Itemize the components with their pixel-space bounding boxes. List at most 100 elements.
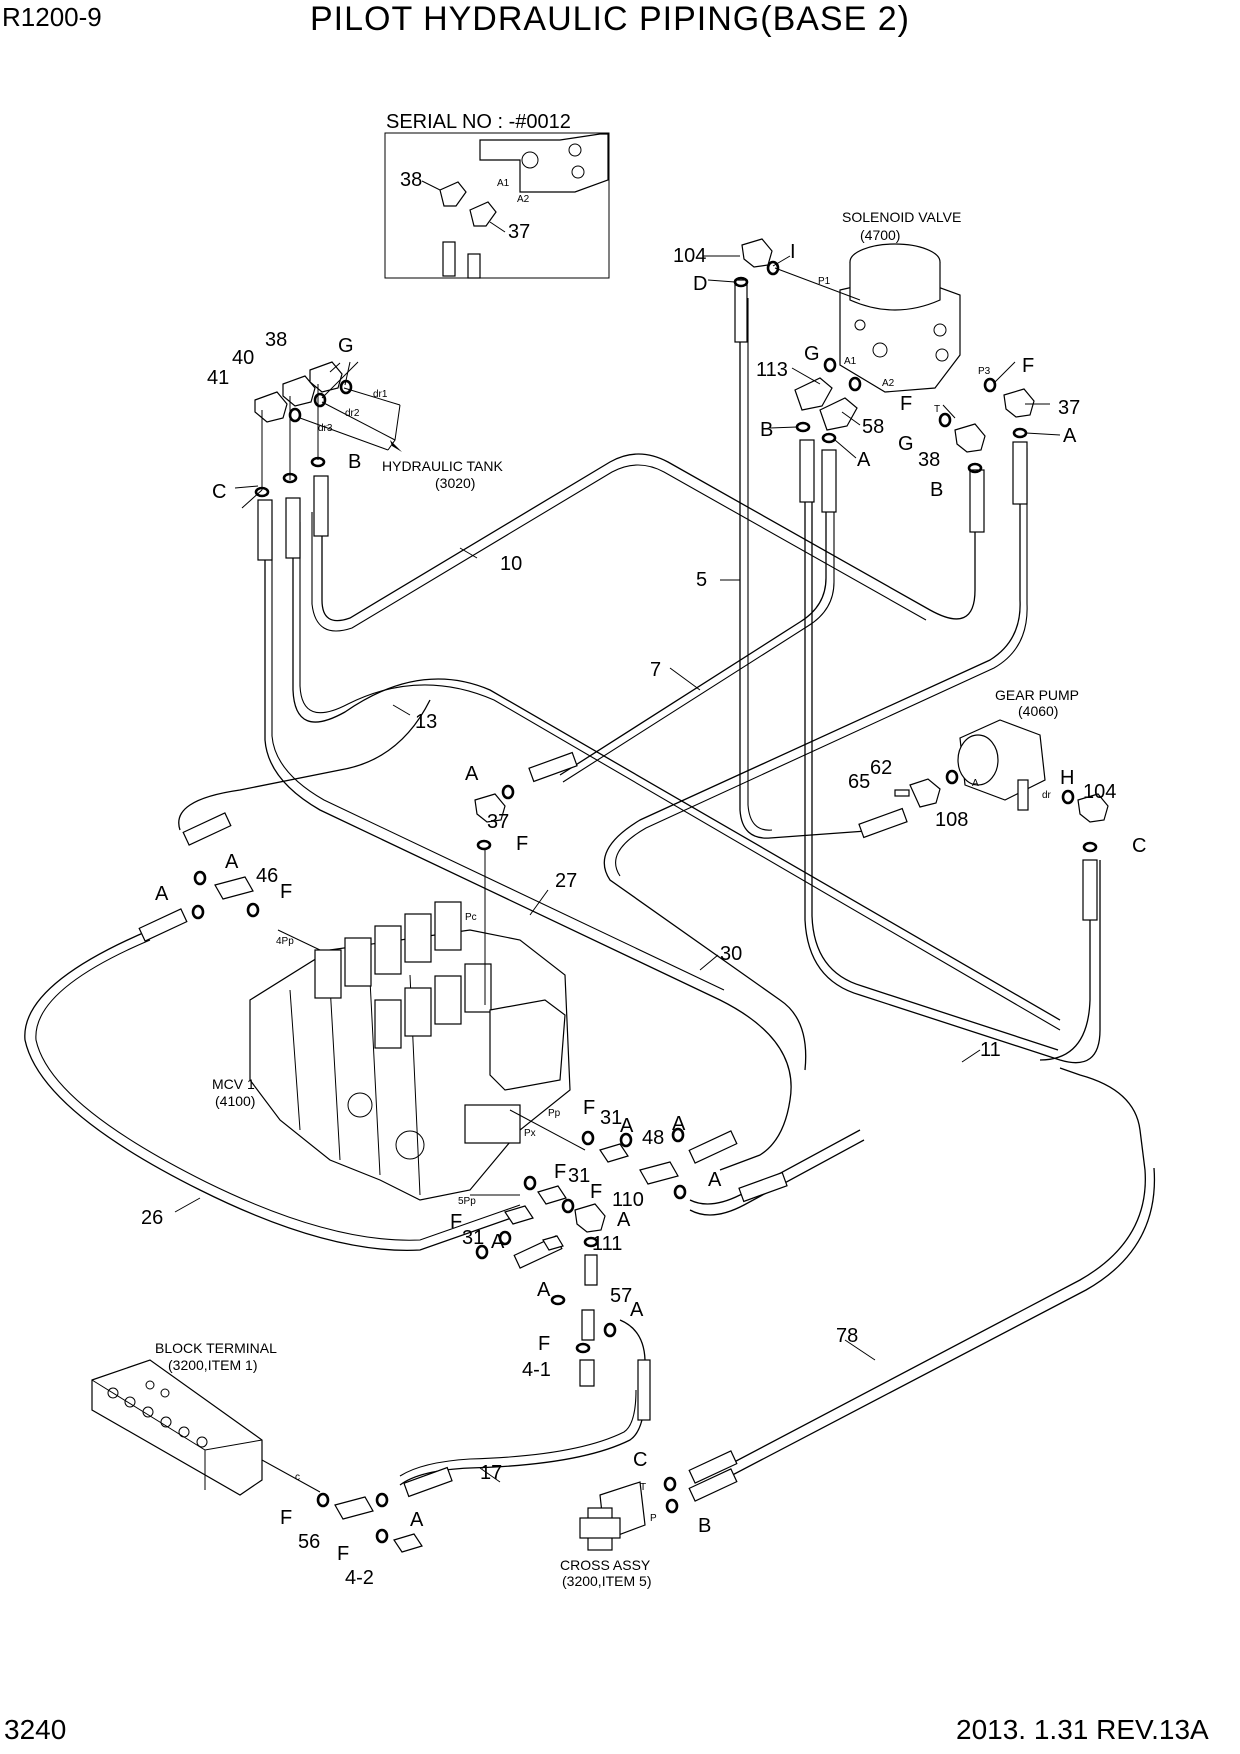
leader-px xyxy=(509,1109,586,1151)
mcv-solenoid-7 xyxy=(404,987,432,1037)
callout-f-56: F xyxy=(280,1507,292,1529)
port-pp: Pp xyxy=(548,1108,561,1119)
callout-f-31b: F xyxy=(554,1161,566,1183)
mcv-solenoid-5 xyxy=(434,901,462,951)
callout-46: 46 xyxy=(256,865,278,887)
oring-108 xyxy=(945,769,959,785)
callout-f-31c: F xyxy=(450,1211,462,1233)
callout-a-37-mcv: A xyxy=(465,763,479,785)
mcv-solenoid-9 xyxy=(464,963,492,1013)
solenoid-valve-code: (4700) xyxy=(860,227,900,243)
mcv: MCV 1 (4100) Pc Pp Px 4Pp 5Pp xyxy=(212,850,586,1207)
hose-10-outline xyxy=(311,464,927,632)
port-dr2: dr2 xyxy=(345,408,360,419)
callout-c-pump: C xyxy=(1132,835,1146,857)
gear-pump: GEAR PUMP (4060) A dr xyxy=(894,687,1109,853)
bt-port-4 xyxy=(160,1416,172,1428)
bt-top-1 xyxy=(145,1380,155,1390)
port-pump-dr: dr xyxy=(1042,790,1052,801)
inset-leader-2 xyxy=(489,221,506,233)
hose-mcv-a-outline xyxy=(689,1139,865,1216)
leader-a-37 xyxy=(1025,432,1061,436)
mcv-solenoid-4 xyxy=(404,913,432,963)
oring-f-110 xyxy=(561,1198,575,1214)
callout-110: 110 xyxy=(612,1189,644,1211)
callout-f-41: F xyxy=(538,1333,550,1355)
valve-port-p3 xyxy=(933,323,947,337)
leader-d xyxy=(707,279,736,283)
oring-a-31a xyxy=(619,1132,633,1148)
callout-b-tank: B xyxy=(348,451,361,473)
oring-f-42 xyxy=(375,1528,389,1544)
elbow-37-mcv xyxy=(474,793,506,823)
cross-body-h xyxy=(579,1517,621,1539)
hose-end-78b xyxy=(688,1468,738,1502)
hose-13 xyxy=(292,522,1061,1021)
oring-a-37-mcv xyxy=(501,784,515,800)
port-a2: A2 xyxy=(882,378,895,389)
oring-b-38 xyxy=(967,462,983,474)
port-p-cross: P xyxy=(650,1513,657,1524)
hose-26-outline xyxy=(35,939,521,1241)
tee-57 xyxy=(581,1309,595,1341)
callout-104-valve: 104 xyxy=(673,245,706,267)
leader-f-p3 xyxy=(994,361,1016,383)
leader-30 xyxy=(699,954,719,971)
port-pc: Pc xyxy=(465,912,477,923)
callout-62: 62 xyxy=(870,757,892,779)
callout-26: 26 xyxy=(141,1207,163,1229)
oring-g-38 xyxy=(938,412,952,428)
callout-38-valve: 38 xyxy=(918,449,940,471)
mcv-flange-2 xyxy=(347,1092,373,1118)
hose-end-48 xyxy=(688,1130,738,1164)
serial-inset: SERIAL NO : -#0012 A1 A2 38 37 xyxy=(384,111,610,279)
callout-78: 78 xyxy=(836,1325,858,1347)
leader-7 xyxy=(669,667,701,691)
leader-58 xyxy=(841,411,861,426)
oring-i xyxy=(766,260,780,276)
elbow-38-valve xyxy=(954,423,986,453)
callout-a-57b: A xyxy=(630,1299,644,1321)
block-terminal-name: BLOCK TERMINAL xyxy=(155,1340,277,1356)
port-px: Px xyxy=(524,1128,536,1139)
oring-f-31a xyxy=(581,1130,595,1146)
switch-4-2 xyxy=(393,1533,423,1553)
hose-end-26 xyxy=(138,908,188,942)
mcv-flange xyxy=(395,1130,425,1160)
mcv-solenoid-2 xyxy=(344,937,372,987)
leader-dr2 xyxy=(321,401,396,441)
callout-31a: 31 xyxy=(600,1107,622,1129)
callout-a-57: A xyxy=(537,1279,551,1301)
callout-a-48a: A xyxy=(672,1113,686,1135)
inset-hose-1 xyxy=(442,241,456,277)
callout-f-46: F xyxy=(280,881,292,903)
fitting-31-lower xyxy=(542,1235,564,1251)
callout-65: 65 xyxy=(848,771,870,793)
inset-port xyxy=(568,143,582,157)
port-dr3: dr3 xyxy=(318,423,333,434)
inset-elbow-38 xyxy=(439,181,467,207)
hose-13-outline xyxy=(299,522,1061,1031)
bt-port-1 xyxy=(107,1387,119,1399)
oring-f-p3 xyxy=(983,377,997,393)
page-number: 3240 xyxy=(4,1714,67,1745)
cross-assy-code: (3200,ITEM 5) xyxy=(562,1573,651,1589)
oring-c2 xyxy=(282,472,298,484)
leader-dr1 xyxy=(343,387,401,406)
callout-g-valve: G xyxy=(804,343,820,365)
hose-10 xyxy=(321,453,976,622)
block-terminal-body xyxy=(91,1359,263,1496)
oring-a-valve xyxy=(821,432,837,444)
arrow-to-tank xyxy=(390,440,402,452)
callout-f-valve: F xyxy=(900,393,912,415)
revision-date: 2013. 1.31 REV.13A xyxy=(956,1714,1209,1745)
inset-serial: SERIAL NO : -#0012 xyxy=(386,111,571,133)
mcv-code: (4100) xyxy=(215,1093,255,1109)
hose-26 xyxy=(24,929,521,1252)
oring-g xyxy=(823,357,837,373)
oring-b xyxy=(795,421,811,433)
hose-26-upper xyxy=(178,699,431,831)
callout-5: 5 xyxy=(696,569,707,591)
solenoid-valve: SOLENOID VALVE (4700) P1 A1 A2 P3 T xyxy=(733,209,1035,474)
callout-d: D xyxy=(693,273,707,295)
